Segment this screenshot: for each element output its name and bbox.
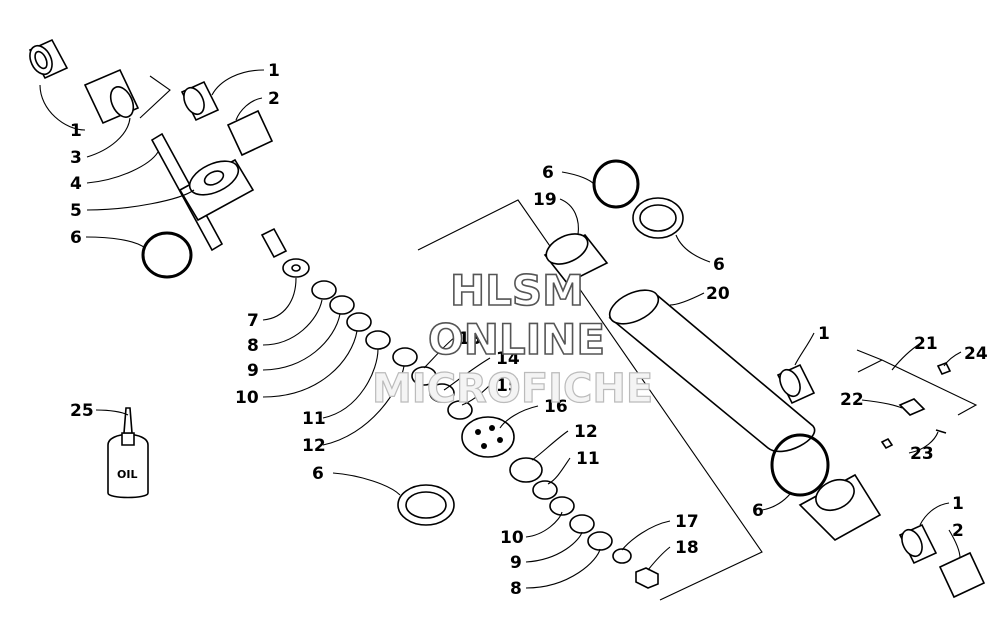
label-10b: 10	[500, 528, 524, 548]
label-18: 18	[675, 538, 699, 558]
lower-eyelet-part	[798, 473, 882, 541]
valve-core-parts	[880, 361, 952, 450]
label-14: 14	[496, 349, 520, 369]
label-24: 24	[964, 344, 988, 364]
label-10a: 10	[235, 388, 259, 408]
wear-band-part	[632, 197, 684, 239]
valve-washer-stack-lower	[509, 457, 659, 589]
label-1b: 1	[70, 121, 82, 141]
bushing-right-upper	[776, 363, 816, 405]
o-ring-upper-middle	[592, 159, 640, 209]
eyelet-part	[83, 68, 140, 125]
label-13: 13	[458, 329, 482, 349]
label-11a: 11	[302, 409, 326, 429]
valve-washer-stack-upper	[282, 258, 473, 420]
label-9b: 9	[510, 553, 522, 573]
label-23: 23	[910, 444, 934, 464]
label-15: 15	[496, 376, 520, 396]
watermark: HLSM ONLINE MICROFICHE	[371, 265, 653, 412]
upper-bushing-part	[28, 38, 69, 80]
seal-head-part	[178, 158, 255, 222]
label-3: 3	[70, 148, 82, 168]
label-1d: 1	[952, 494, 964, 514]
label-9a: 9	[247, 361, 259, 381]
piston-part	[461, 416, 515, 458]
o-ring-right	[770, 433, 830, 497]
label-2a: 2	[268, 89, 280, 109]
leader-lines	[39, 69, 962, 589]
label-16: 16	[544, 397, 568, 417]
label-5: 5	[70, 201, 82, 221]
label-6c: 6	[542, 163, 554, 183]
label-8b: 8	[510, 579, 522, 599]
assembly-bracket-lines	[139, 75, 978, 601]
label-2b: 2	[952, 521, 964, 541]
label-7: 7	[247, 311, 259, 331]
label-19: 19	[533, 190, 557, 210]
watermark-line-1: HLSM	[450, 266, 584, 315]
callout-labels: 1 2 1 3 4 5 6 7 8 9 10 11 12 13 14 15 16…	[70, 61, 988, 599]
label-11b: 11	[576, 449, 600, 469]
label-1a: 1	[268, 61, 280, 81]
label-25: 25	[70, 401, 94, 421]
label-6a: 6	[70, 228, 82, 248]
label-6e: 6	[752, 501, 764, 521]
piston-band-part	[397, 484, 455, 526]
label-12b: 12	[574, 422, 598, 442]
o-ring-upper-left	[141, 231, 193, 279]
sleeve-bushing-part	[180, 80, 220, 122]
label-8a: 8	[247, 336, 259, 356]
reservoir-cap-part	[543, 233, 609, 285]
label-21: 21	[914, 334, 938, 354]
watermark-line-2: ONLINE	[428, 315, 605, 364]
spacer-right-part	[938, 551, 986, 599]
label-12a: 12	[302, 436, 326, 456]
label-20: 20	[706, 284, 730, 304]
bushing-right-lower	[898, 523, 938, 565]
label-22: 22	[840, 390, 864, 410]
label-4: 4	[70, 174, 82, 194]
oil-bottle-label: OIL	[117, 468, 137, 481]
label-6d: 6	[713, 255, 725, 275]
spacer-part	[226, 109, 274, 157]
watermark-line-3: MICROFICHE	[372, 366, 653, 412]
oil-bottle: OIL	[107, 407, 149, 499]
label-6b: 6	[312, 464, 324, 484]
shock-body-part	[608, 289, 816, 453]
label-1c: 1	[818, 324, 830, 344]
label-17: 17	[675, 512, 699, 532]
